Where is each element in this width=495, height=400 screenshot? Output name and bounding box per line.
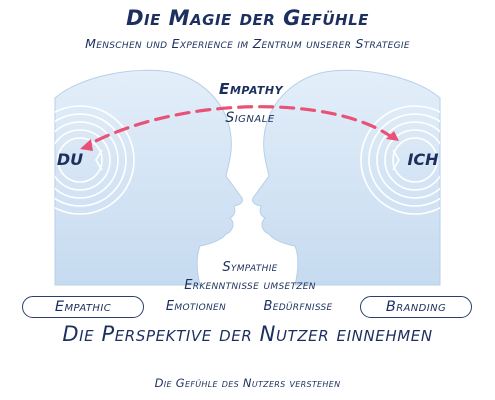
emotionen-label: Emotionen [165,299,227,314]
left-ring-notch [95,149,103,171]
empathy-arrowhead-right [386,131,399,141]
right-head-silhouette [252,69,441,286]
diagram-title: Die Magie der Gefühle [126,6,369,30]
ich-label: ICH [407,150,439,169]
empathic-pill-label: Empathic [54,299,112,315]
footer-text: Die Gefühle des Nutzers verstehen [154,376,341,390]
diagram-subtitle: Menschen und Experience im Zentrum unser… [85,36,410,51]
branding-pill: Branding [360,296,472,318]
erkenntnisse-label: Erkenntnisse umsetzen [184,278,316,293]
empathy-label: Empathy [218,80,284,98]
right-head-rings [360,105,440,215]
left-head-silhouette [54,69,243,286]
perspective-heading: Die Perspektive der Nutzer einnehmen [62,322,433,346]
sympathie-label: Sympathie [222,260,278,275]
empathic-pill: Empathic [22,296,144,318]
empathy-arrow [84,105,395,148]
branding-pill-label: Branding [385,299,447,315]
signals-label: Signale [225,110,275,126]
left-head-rings [55,105,135,215]
du-label: DU [56,150,84,169]
beduerfnisse-label: Bedürfnisse [263,299,333,314]
empathy-arrowhead-left [80,139,93,151]
right-ring-notch [392,149,400,171]
